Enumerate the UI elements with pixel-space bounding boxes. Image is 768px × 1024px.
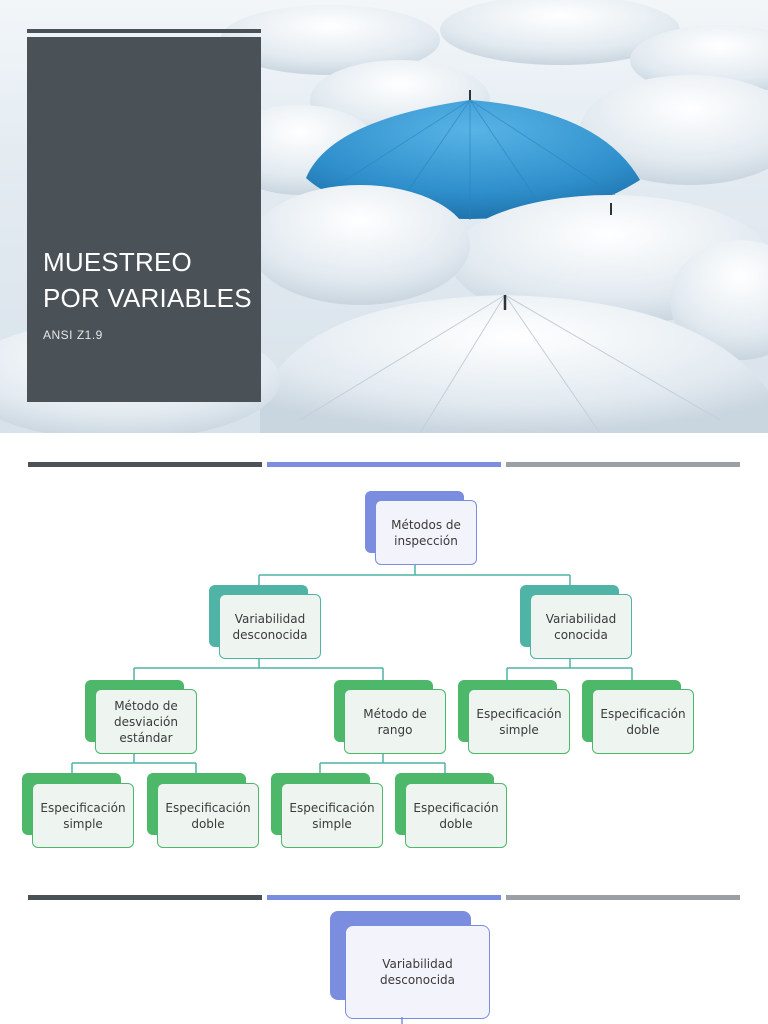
title-line-2: POR VARIABLES bbox=[43, 283, 252, 313]
node-label: Especificación simple bbox=[468, 689, 570, 754]
divider-gray bbox=[506, 462, 740, 467]
divider-blue bbox=[267, 462, 501, 467]
divider-gray-2 bbox=[506, 895, 740, 900]
slide-subtitle: ANSI Z1.9 bbox=[43, 328, 103, 342]
node-label: Método de rango bbox=[344, 689, 446, 754]
node-label: Especificación simple bbox=[281, 783, 383, 848]
node-label: Método de desviación estándar bbox=[95, 689, 197, 754]
title-line-1: MUESTREO bbox=[43, 247, 192, 277]
divider-blue-2 bbox=[267, 895, 501, 900]
node-label: Especificación simple bbox=[32, 783, 134, 848]
hero-image: MUESTREO POR VARIABLES ANSI Z1.9 bbox=[0, 0, 768, 433]
node-label: Métodos de inspección bbox=[375, 500, 477, 565]
title-accent-bar bbox=[27, 29, 261, 33]
title-panel bbox=[27, 37, 261, 402]
node-label: Especificación doble bbox=[405, 783, 507, 848]
divider-dark-2 bbox=[28, 895, 262, 900]
node-label: Especificación doble bbox=[157, 783, 259, 848]
divider-dark bbox=[28, 462, 262, 467]
node-label: Variabilidad conocida bbox=[530, 594, 632, 659]
node-label: Variabilidad desconocida bbox=[219, 594, 321, 659]
node-label: Variabilidad desconocida bbox=[345, 925, 490, 1019]
node-label: Especificación doble bbox=[592, 689, 694, 754]
slide-title: MUESTREO POR VARIABLES bbox=[43, 244, 252, 316]
